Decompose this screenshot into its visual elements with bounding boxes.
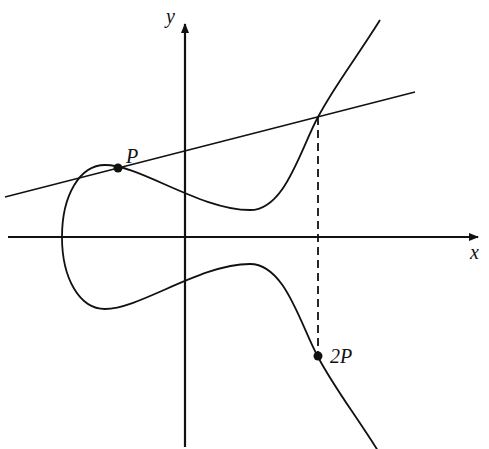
- axis-label: x: [470, 242, 479, 262]
- y-axis: [184, 24, 186, 447]
- axis-label: y: [166, 6, 175, 26]
- point-label: P: [126, 146, 138, 166]
- point-label: 2P: [330, 346, 352, 366]
- tangent-line: [5, 92, 415, 197]
- curve-lower: [62, 237, 380, 449]
- point-dot: [114, 164, 123, 173]
- reflection-line: [317, 117, 319, 355]
- point-dot: [314, 352, 323, 361]
- x-axis: [8, 236, 478, 238]
- curve-upper: [62, 20, 380, 237]
